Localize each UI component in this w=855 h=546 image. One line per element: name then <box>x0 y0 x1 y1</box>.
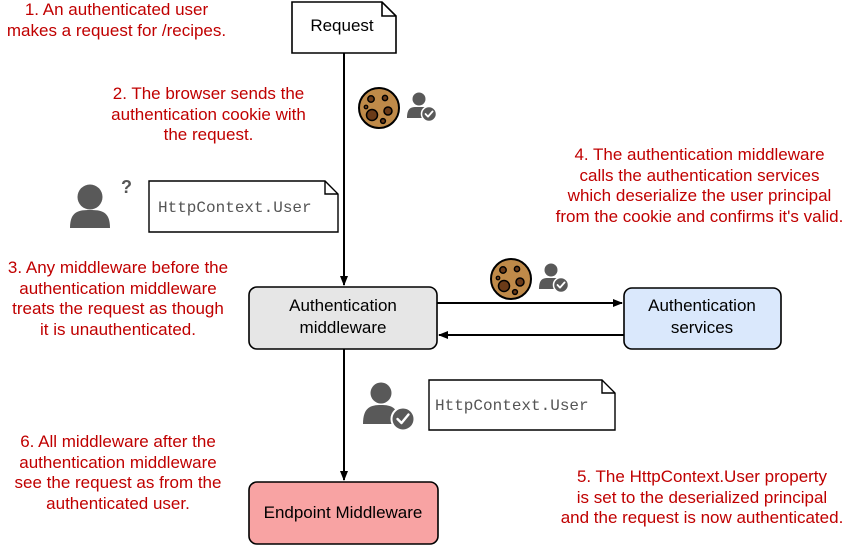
annotation-step2: 2. The browser sends the authentication … <box>111 84 306 144</box>
verified-user-icon <box>406 91 438 123</box>
request-label: Request <box>310 16 374 35</box>
annotation-step3: 3. Any middleware before the authenticat… <box>7 258 229 339</box>
unknown-user-question-mark: ? <box>121 177 132 197</box>
request-box: Request <box>291 1 397 54</box>
context-user-note-before: HttpContext.User <box>148 180 339 233</box>
annotation-step1: 1. An authenticated user makes a request… <box>6 0 227 40</box>
auth-middleware-box: Authentication middleware <box>248 286 438 350</box>
annotation-step6: 6. All middleware after the authenticati… <box>14 432 222 513</box>
annotation-step4: 4. The authentication middleware calls t… <box>555 145 844 226</box>
context-user-label-after: HttpContext.User <box>435 397 589 415</box>
endpoint-middleware-box: Endpoint Middleware <box>248 481 439 545</box>
verified-user-icon <box>538 262 570 294</box>
context-user-note-after: HttpContext.User <box>428 379 616 431</box>
annotation-step5: 5. The HttpContext.User property is set … <box>560 467 844 527</box>
cookie-icon <box>490 258 532 300</box>
unknown-user-icon: ? <box>70 177 132 228</box>
cookie-icon <box>358 87 400 129</box>
context-user-label-before: HttpContext.User <box>158 199 312 217</box>
auth-middleware-label-line1: Authentication <box>289 296 397 315</box>
auth-services-box: Authentication services <box>623 287 782 350</box>
auth-services-label-line2: services <box>671 318 733 337</box>
verified-user-icon <box>363 382 416 432</box>
auth-services-label-line1: Authentication <box>648 296 756 315</box>
endpoint-middleware-label: Endpoint Middleware <box>264 503 423 522</box>
auth-middleware-label-line2: middleware <box>300 318 387 337</box>
